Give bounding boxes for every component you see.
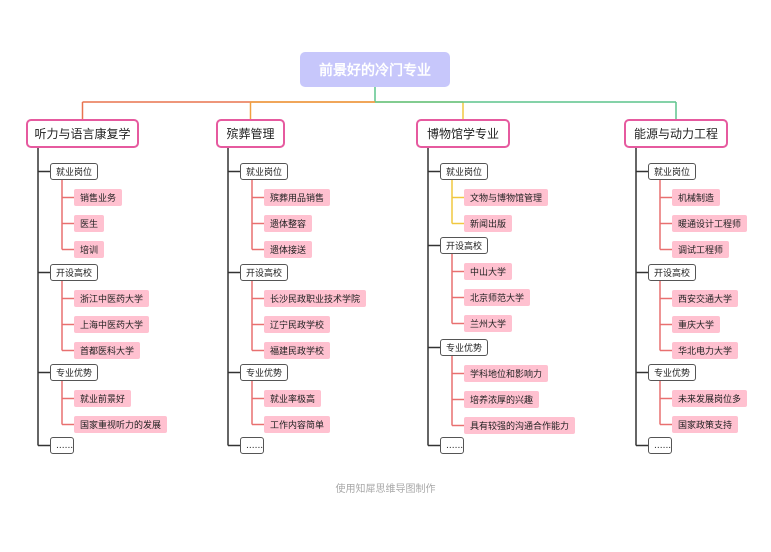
category-node[interactable]: 开设高校 (648, 264, 697, 281)
branch-topic[interactable]: 听力与语言康复学 (26, 119, 139, 148)
root-topic[interactable]: 前景好的冷门专业 (300, 52, 450, 87)
leaf-node[interactable]: 医生 (74, 215, 105, 232)
leaf-node[interactable]: 调试工程师 (672, 241, 730, 258)
category-node[interactable]: 专业优势 (240, 364, 289, 381)
leaf-node[interactable]: 遗体整容 (264, 215, 313, 232)
category-node[interactable]: 专业优势 (440, 339, 489, 356)
branch-topic[interactable]: 能源与动力工程 (624, 119, 728, 148)
category-node[interactable]: 开设高校 (440, 237, 489, 254)
category-node[interactable]: 就业岗位 (50, 163, 99, 180)
category-node[interactable]: 专业优势 (50, 364, 99, 381)
leaf-node[interactable]: 培养浓厚的兴趣 (464, 391, 540, 408)
category-node[interactable]: 开设高校 (240, 264, 289, 281)
leaf-node[interactable]: 遗体接送 (264, 241, 313, 258)
leaf-node[interactable]: 辽宁民政学校 (264, 316, 331, 333)
more-node[interactable]: ...... (50, 437, 74, 454)
leaf-node[interactable]: 就业前景好 (74, 390, 132, 407)
leaf-node[interactable]: 西安交通大学 (672, 290, 739, 307)
leaf-node[interactable]: 浙江中医药大学 (74, 290, 150, 307)
leaf-node[interactable]: 北京师范大学 (464, 289, 531, 306)
leaf-node[interactable]: 文物与博物馆管理 (464, 189, 549, 206)
leaf-node[interactable]: 暖通设计工程师 (672, 215, 748, 232)
leaf-node[interactable]: 上海中医药大学 (74, 316, 150, 333)
more-node[interactable]: ...... (240, 437, 264, 454)
leaf-node[interactable]: 殡葬用品销售 (264, 189, 331, 206)
branch-topic[interactable]: 博物馆学专业 (416, 119, 510, 148)
leaf-node[interactable]: 福建民政学校 (264, 342, 331, 359)
leaf-node[interactable]: 兰州大学 (464, 315, 513, 332)
category-node[interactable]: 开设高校 (50, 264, 99, 281)
leaf-node[interactable]: 新闻出版 (464, 215, 513, 232)
category-node[interactable]: 就业岗位 (440, 163, 489, 180)
leaf-node[interactable]: 华北电力大学 (672, 342, 739, 359)
category-node[interactable]: 专业优势 (648, 364, 697, 381)
leaf-node[interactable]: 工作内容简单 (264, 416, 331, 433)
more-node[interactable]: ...... (440, 437, 464, 454)
leaf-node[interactable]: 重庆大学 (672, 316, 721, 333)
leaf-node[interactable]: 学科地位和影响力 (464, 365, 549, 382)
leaf-node[interactable]: 培训 (74, 241, 105, 258)
leaf-node[interactable]: 中山大学 (464, 263, 513, 280)
leaf-node[interactable]: 国家政策支持 (672, 416, 739, 433)
leaf-node[interactable]: 未来发展岗位多 (672, 390, 748, 407)
branch-topic[interactable]: 殡葬管理 (216, 119, 285, 148)
leaf-node[interactable]: 销售业务 (74, 189, 123, 206)
more-node[interactable]: ...... (648, 437, 672, 454)
leaf-node[interactable]: 国家重视听力的发展 (74, 416, 168, 433)
leaf-node[interactable]: 具有较强的沟通合作能力 (464, 417, 576, 434)
footer-watermark: 使用知犀思维导图制作 (335, 484, 436, 495)
category-node[interactable]: 就业岗位 (648, 163, 697, 180)
leaf-node[interactable]: 机械制造 (672, 189, 721, 206)
leaf-node[interactable]: 长沙民政职业技术学院 (264, 290, 367, 307)
leaf-node[interactable]: 就业率极高 (264, 390, 322, 407)
leaf-node[interactable]: 首都医科大学 (74, 342, 141, 359)
category-node[interactable]: 就业岗位 (240, 163, 289, 180)
